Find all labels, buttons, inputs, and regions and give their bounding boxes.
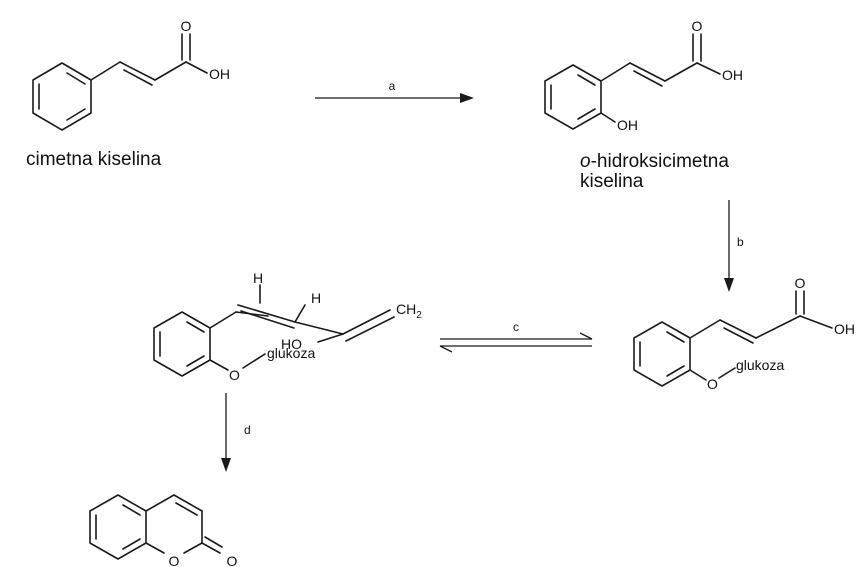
- cinnamic-acid-structure: O OH: [32, 18, 230, 131]
- o-hydroxycinnamic-acid-structure: O OH OH: [544, 18, 743, 133]
- name-rest: -hidroksicimetna: [590, 151, 729, 172]
- intermediate-h-mid: H: [311, 290, 321, 306]
- intermediate-h-top: H: [253, 270, 263, 286]
- glucoside-acid-sugar: glukoza: [736, 357, 784, 373]
- intermediate-ether-o: O: [229, 367, 240, 383]
- coumarin-structure: O O: [89, 494, 238, 567]
- cinnamic-acid-name: cimetna kiselina: [26, 149, 162, 170]
- step-b-label: b: [737, 235, 744, 249]
- intermediate-structure: H H CH2 HO O glukoza: [153, 270, 422, 383]
- glucoside-acid-structure: O OH O glukoza: [633, 275, 855, 392]
- equilibrium-arrow-c: c: [439, 320, 593, 353]
- step-c-label: c: [513, 320, 519, 334]
- arrow-b: b: [724, 200, 744, 292]
- arrow-a: a: [315, 79, 474, 103]
- ohc-carbonyl-o: O: [692, 18, 703, 34]
- o-hydroxycinnamic-acid-name: o-hidroksicimetna: [580, 151, 729, 173]
- ohc-acid-oh: OH: [722, 67, 743, 83]
- step-a-label: a: [389, 79, 396, 93]
- intermediate-ch2: CH2: [396, 301, 422, 321]
- coumarin-ring-o: O: [169, 553, 180, 567]
- glucoside-acid-carbonyl-o: O: [795, 275, 806, 291]
- intermediate-ho: HO: [281, 336, 302, 352]
- cinnamic-carbonyl-o: O: [181, 18, 192, 34]
- ohc-phenol-oh: OH: [617, 117, 638, 133]
- glucoside-acid-oh: OH: [834, 321, 855, 337]
- glucoside-acid-ether-o: O: [707, 376, 718, 392]
- arrow-d: d: [221, 393, 251, 472]
- cinnamic-oh: OH: [209, 66, 230, 82]
- coumarin-carbonyl-o: O: [227, 553, 238, 567]
- name-italic-prefix: o: [580, 151, 591, 172]
- step-d-label: d: [244, 423, 251, 437]
- o-hydroxycinnamic-acid-name-line2: kiselina: [580, 171, 644, 192]
- intermediate-sugar: glukoza: [267, 345, 315, 361]
